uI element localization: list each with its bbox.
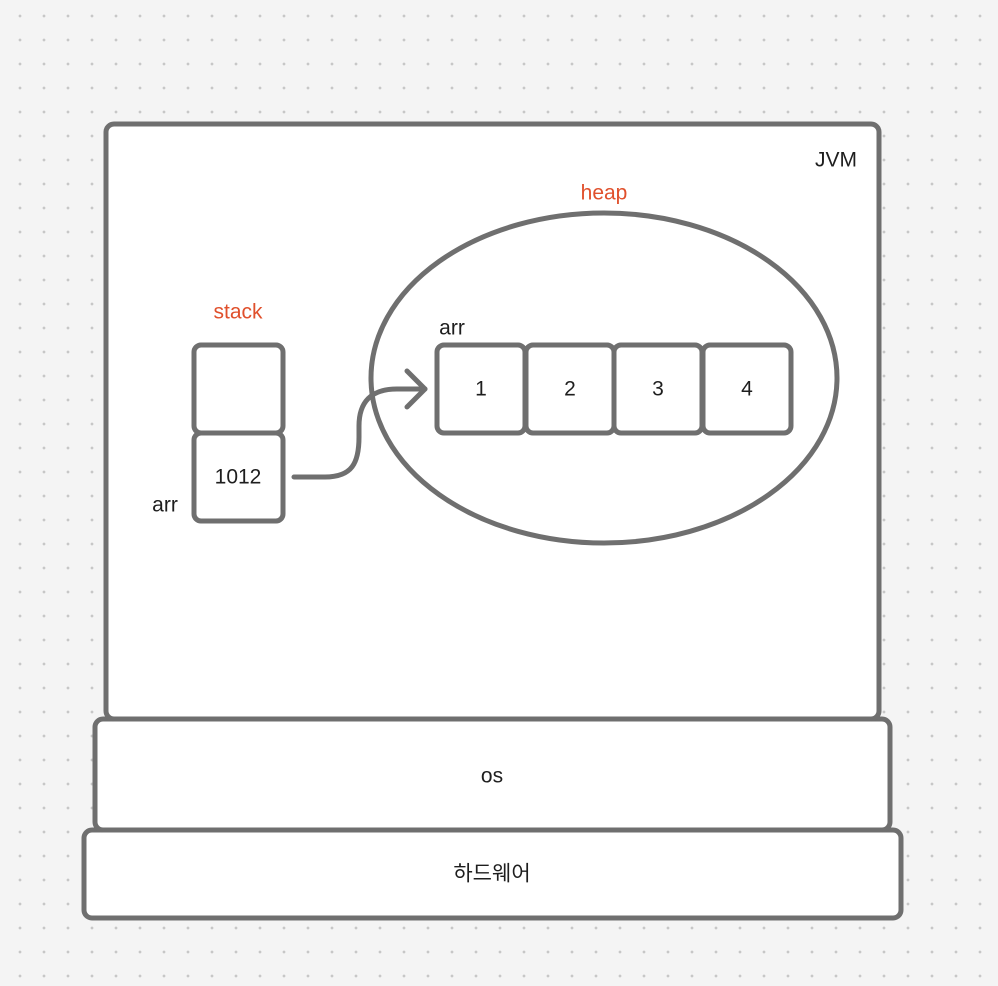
stack-label: stack (213, 301, 263, 324)
heap-region: heap arr 1 2 3 4 (368, 182, 840, 546)
stack-region: stack 1012 arr (152, 301, 286, 524)
reference-arrow (291, 368, 428, 480)
stack-variable-label: arr (152, 494, 178, 517)
heap-cell-value: 3 (652, 378, 664, 401)
heap-label: heap (581, 182, 628, 205)
stack-cell (191, 342, 286, 436)
stack-cell-value: 1012 (215, 466, 262, 489)
reference-arrow-line (291, 386, 428, 480)
arrow-right-icon (404, 368, 428, 410)
heap-cell-value: 4 (741, 378, 753, 401)
jvm-label: JVM (815, 149, 857, 172)
hardware-layer: 하드웨어 (81, 827, 904, 921)
stack-cell-box (191, 342, 286, 436)
os-label: os (481, 765, 503, 788)
heap-cell: 4 (700, 342, 794, 436)
hardware-label: 하드웨어 (453, 863, 530, 886)
heap-cell-box (700, 342, 794, 436)
heap-cell: 1 (434, 342, 528, 436)
os-layer: os (92, 716, 893, 833)
stack-cell-box (191, 430, 286, 524)
heap-cell-value: 1 (475, 378, 487, 401)
heap-array-label: arr (439, 317, 465, 340)
stack-cell: 1012 (191, 430, 286, 524)
heap-cell: 2 (523, 342, 617, 436)
heap-array: 1 2 3 4 (434, 342, 794, 436)
heap-cell-value: 2 (564, 378, 576, 401)
heap-cell: 3 (611, 342, 705, 436)
